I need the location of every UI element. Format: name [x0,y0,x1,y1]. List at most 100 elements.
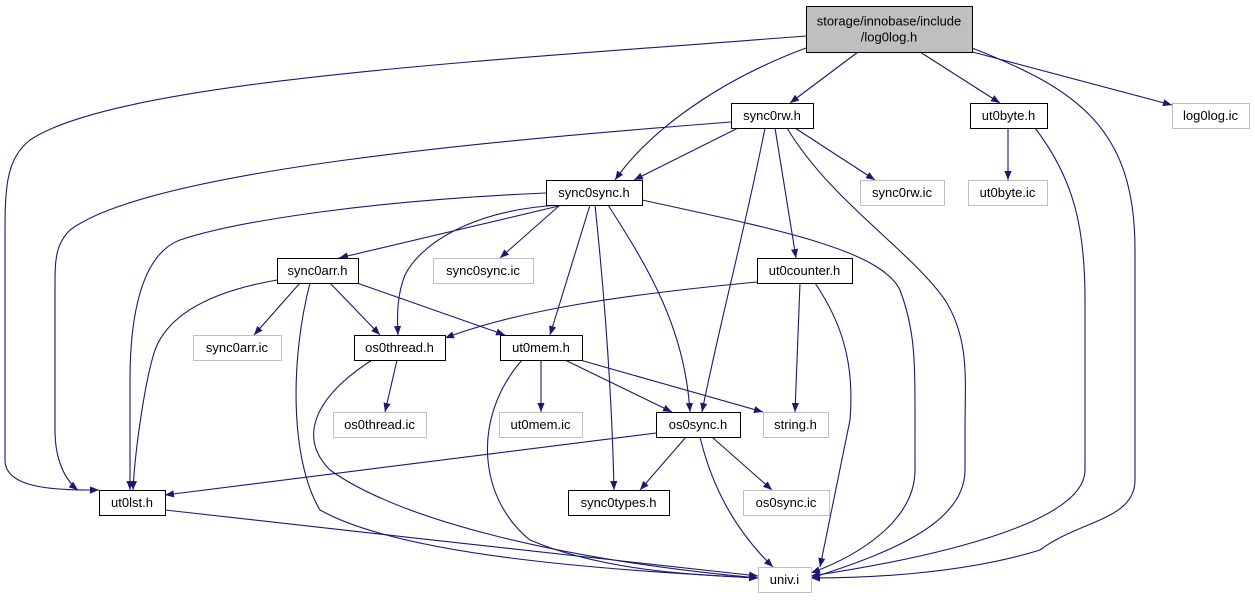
edge-ut0lst-h-to-univ-i [164,509,759,579]
node-box [99,490,166,516]
node-univ-i[interactable]: univ.i [758,567,812,593]
node-label: log0log.ic [1183,108,1238,123]
node-label: string.h [774,417,817,432]
node-sync0rw-ic[interactable]: sync0rw.ic [860,180,945,206]
node-label: univ.i [770,572,799,587]
node-sync0types-h[interactable]: sync0types.h [568,490,670,516]
edge-log0log-h-to-sync0rw-h [789,51,859,104]
node-label: sync0arr.ic [206,340,269,355]
node-label: os0sync.ic [756,495,817,510]
node-box [354,335,446,361]
node-box [656,412,741,438]
edge-ut0counter-h-to-os0thread-h [444,281,758,339]
edge-os0sync-h-to-univ-i [699,436,774,568]
edge-sync0arr-h-to-os0thread-h [329,282,381,336]
edge-log0log-h-to-sync0sync-h [614,47,807,181]
node-string-h[interactable]: string.h [763,412,829,438]
node-box [499,412,583,438]
node-sync0sync-h[interactable]: sync0sync.h [546,180,643,206]
node-box [568,490,670,516]
node-box [193,335,282,361]
node-ut0mem-h[interactable]: ut0mem.h [500,335,583,361]
edge-log0log-h-to-ut0lst-h [4,35,807,494]
edge-sync0sync-h-to-os0sync-h [607,204,694,413]
node-os0sync-ic[interactable]: os0sync.ic [743,490,830,516]
node-label: sync0sync.h [558,185,630,200]
node-label: ut0mem.ic [511,417,571,432]
edge-sync0sync-h-to-ut0lst-h [126,192,547,490]
edge-os0sync-h-to-sync0types-h [639,436,687,491]
node-box [860,180,945,206]
edge-sync0arr-h-to-univ-i [295,282,759,582]
node-box [743,490,830,516]
node-sync0arr-ic[interactable]: sync0arr.ic [193,335,282,361]
node-label: os0thread.ic [344,417,415,432]
nodes-layer: storage/innobase/include/log0log.h sync0r… [99,6,1250,593]
node-os0thread-h[interactable]: os0thread.h [354,335,446,361]
edge-sync0sync-h-to-sync0types-h [594,204,618,491]
edge-ut0counter-h-to-string-h [791,282,801,413]
node-label: sync0arr.h [288,263,348,278]
node-label: sync0rw.ic [872,185,932,200]
node-sync0arr-h[interactable]: sync0arr.h [277,258,359,284]
node-box [757,258,853,284]
edge-log0log-h-to-ut0byte-h [919,51,1001,104]
edge-log0log-h-to-univ-i [810,47,1136,582]
node-os0thread-ic[interactable]: os0thread.ic [333,412,427,438]
edge-os0thread-h-to-univ-i [313,359,759,581]
node-label: ut0byte.h [982,108,1036,123]
node-label: sync0sync.ic [446,263,520,278]
node-label: sync0types.h [581,495,657,510]
edge-sync0sync-h-to-ut0mem-h [549,204,591,336]
node-log0log-ic[interactable]: log0log.ic [1172,103,1250,129]
node-ut0counter-h[interactable]: ut0counter.h [757,258,853,284]
node-label: /log0log.h [861,30,917,45]
node-ut0byte-ic[interactable]: ut0byte.ic [968,180,1048,206]
edge-sync0rw-h-to-univ-i [786,127,966,579]
node-box [968,180,1048,206]
node-box [1172,103,1250,129]
node-label: ut0mem.h [512,340,570,355]
node-sync0rw-h[interactable]: sync0rw.h [731,103,814,129]
node-label: ut0byte.ic [980,185,1036,200]
edge-ut0mem-h-to-os0sync-h [564,359,673,413]
node-label: os0sync.h [669,417,728,432]
edge-sync0sync-h-to-sync0arr-h [338,204,564,260]
node-log0log-h[interactable]: storage/innobase/include/log0log.h [806,6,973,53]
node-box [277,258,359,284]
edge-ut0byte-h-to-univ-i [810,127,1086,579]
edge-os0sync-h-to-ut0lst-h [164,432,657,498]
node-box [500,335,583,361]
node-box [333,412,427,438]
edge-ut0counter-h-to-univ-i [814,282,852,568]
edge-sync0rw-h-to-ut0lst-h [54,121,732,491]
edge-sync0arr-h-to-sync0arr-ic [253,282,301,336]
node-os0sync-h[interactable]: os0sync.h [656,412,741,438]
node-sync0sync-ic[interactable]: sync0sync.ic [433,258,534,284]
edge-sync0arr-h-to-ut0mem-h [356,282,506,336]
edge-sync0rw-h-to-os0sync-h [700,127,766,413]
node-box [546,180,643,206]
node-box [970,103,1048,129]
edge-sync0rw-h-to-sync0rw-ic [794,127,876,181]
node-box [758,567,812,593]
edges-layer [4,35,1173,582]
node-box [806,6,973,53]
edge-sync0sync-h-to-univ-i [641,199,916,574]
node-label: ut0lst.h [111,495,153,510]
node-ut0lst-h[interactable]: ut0lst.h [99,490,166,516]
edge-os0sync-h-to-os0sync-ic [711,436,773,491]
node-ut0mem-ic[interactable]: ut0mem.ic [499,412,583,438]
edge-os0thread-h-to-os0thread-ic [383,359,398,413]
edge-ut0mem-h-to-string-h [579,359,764,414]
node-box [433,258,534,284]
node-label: ut0counter.h [769,263,841,278]
edge-sync0rw-h-to-sync0sync-h [633,127,739,181]
node-label: sync0rw.h [743,108,801,123]
node-label: os0thread.h [365,340,434,355]
node-ut0byte-h[interactable]: ut0byte.h [970,103,1048,129]
node-box [731,103,814,129]
node-box [763,412,829,438]
edge-sync0rw-h-to-ut0counter-h [774,127,799,259]
